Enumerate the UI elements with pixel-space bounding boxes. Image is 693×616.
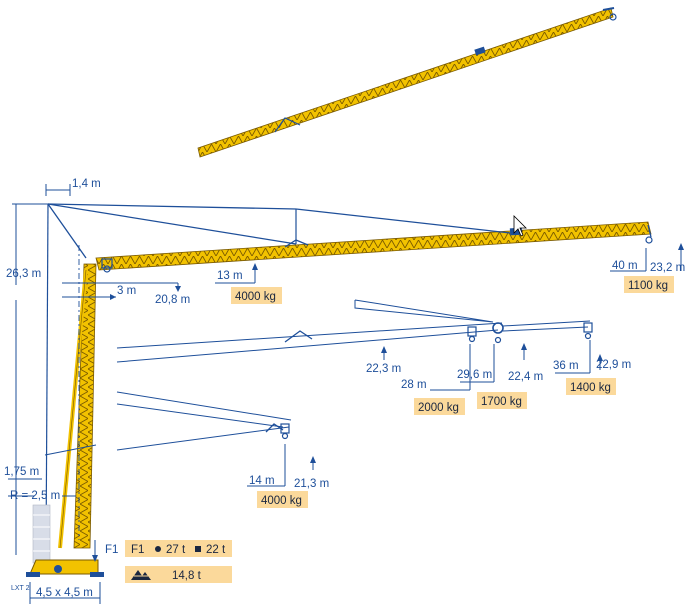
dim-jib-root-offset: 3 m: [117, 285, 136, 297]
reaction-panel: F1 F1 27 t 22 t 14,8 t: [105, 540, 232, 583]
dim-offset-top: 1,4 m: [72, 178, 101, 190]
dim-22-3: 22,3 m: [366, 363, 401, 375]
dim-radius: R = 2,5 m: [10, 490, 60, 502]
load-box-4000-main: 4000 kg: [231, 287, 282, 304]
boom-transport-view: [197, 7, 617, 158]
mast: [44, 203, 97, 556]
load-1400: 1400 kg: [570, 382, 611, 394]
dimension-arrows: [92, 243, 684, 562]
load-box-4000-luffed: 4000 kg: [257, 491, 308, 508]
f1-value-a: 27 t: [166, 544, 186, 556]
dim-40: 40 m: [612, 260, 638, 272]
model-tag: LXT 2: [11, 585, 30, 592]
ballast-icon: [131, 570, 151, 580]
dim-13: 13 m: [217, 270, 243, 282]
dim-14: 14 m: [249, 475, 275, 487]
load-4000-main: 4000 kg: [235, 291, 276, 303]
main-jib: [47, 203, 653, 273]
load-2000: 2000 kg: [418, 402, 459, 414]
dim-1-75: 1,75 m: [4, 466, 39, 478]
load-box-1100: 1100 kg: [624, 276, 674, 293]
dim-21-3: 21,3 m: [294, 478, 329, 490]
circle-icon: [155, 546, 161, 552]
load-1700: 1700 kg: [481, 396, 522, 408]
load-4000-luffed: 4000 kg: [261, 495, 302, 507]
dim-29-6: 29,6 m: [457, 369, 492, 381]
load-box-1700: 1700 kg: [477, 392, 527, 409]
f1-value-b: 22 t: [206, 544, 226, 556]
dim-23-2: 23,2 m: [650, 262, 685, 274]
dim-20-8: 20,8 m: [155, 294, 190, 306]
jib-luffed-lower: [116, 391, 292, 451]
jib-luffed-upper: [116, 299, 593, 363]
load-box-1400: 1400 kg: [566, 378, 616, 395]
dimension-lines: [8, 184, 682, 604]
ballast-value: 14,8 t: [172, 570, 202, 582]
f1-label-box: F1: [131, 544, 144, 556]
mouse-pointer-icon: [513, 215, 527, 237]
dim-28: 28 m: [401, 379, 427, 391]
dim-36: 36 m: [553, 360, 579, 372]
dim-22-4: 22,4 m: [508, 371, 543, 383]
load-1100: 1100 kg: [628, 280, 668, 292]
square-icon: [195, 546, 201, 552]
dim-22-9: 22,9 m: [596, 359, 631, 371]
crane-base: [26, 504, 104, 577]
load-box-2000: 2000 kg: [414, 398, 465, 415]
dim-height-total: 26,3 m: [6, 268, 41, 280]
f1-label: F1: [105, 544, 118, 556]
dim-base: 4,5 x 4,5 m: [36, 587, 93, 599]
